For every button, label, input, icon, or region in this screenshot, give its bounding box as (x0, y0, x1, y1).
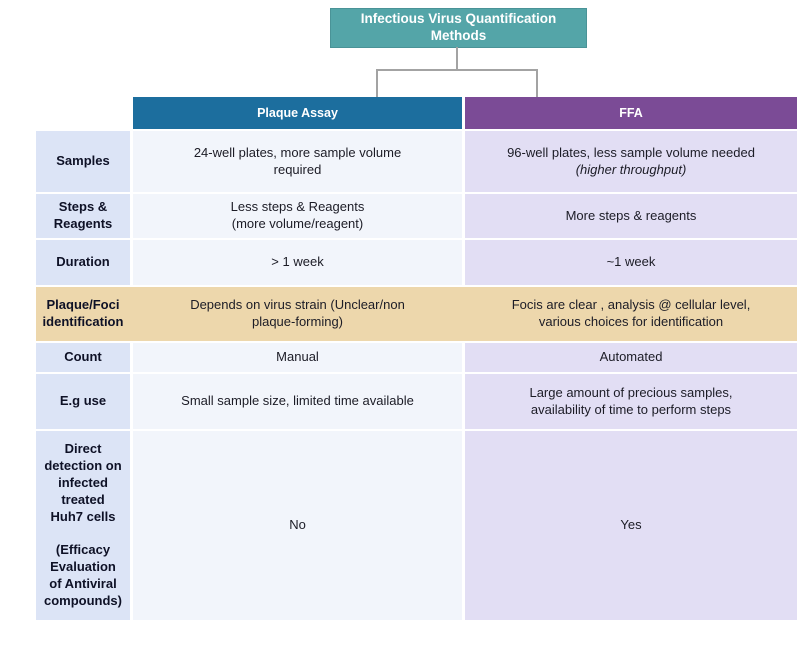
cell-duration-ffa: ~1 week (465, 240, 797, 285)
cell-eg-use-ffa: Large amount of precious samples, availa… (465, 374, 797, 429)
connector-right-drop-line (536, 70, 538, 97)
cell-samples-ffa: 96-well plates, less sample volume neede… (465, 131, 797, 192)
cell-identification-ffa: Focis are clear , analysis @ cellular le… (511, 297, 751, 329)
column-header-ffa: FFA (465, 97, 797, 129)
table-row-direct-detection: Direct detection on infected treated Huh… (36, 431, 797, 620)
cell-samples-ffa-note: (higher throughput) (575, 161, 687, 177)
title-text: Infectious Virus Quantification Methods (360, 11, 557, 43)
cell-direct-detection-ffa: Yes (465, 431, 797, 620)
cell-direct-detection-plaque: No (133, 431, 462, 620)
connector-left-drop-line (376, 70, 378, 97)
row-label-samples: Samples (36, 131, 130, 192)
column-header-plaque-assay: Plaque Assay (133, 97, 462, 129)
cell-eg-use-plaque: Small sample size, limited time availabl… (133, 374, 462, 429)
cell-steps-plaque: Less steps & Reagents (more volume/reage… (133, 194, 462, 238)
row-label-duration: Duration (36, 240, 130, 285)
cell-identification-plaque: Depends on virus strain (Unclear/non pla… (190, 297, 405, 329)
row-label-steps-reagents: Steps & Reagents (36, 194, 130, 238)
cell-steps-ffa: More steps & reagents (465, 194, 797, 238)
table-row-samples: Samples 24-well plates, more sample volu… (36, 131, 797, 192)
row-label-direct-detection: Direct detection on infected treated Huh… (36, 431, 130, 620)
cell-duration-plaque: > 1 week (133, 240, 462, 285)
table-row-duration: Duration > 1 week ~1 week (36, 240, 797, 285)
header-row: Plaque Assay FFA (36, 97, 797, 129)
row-label-plaque-foci-identification: Plaque/Foci identification (42, 297, 124, 329)
cell-samples-plaque: 24-well plates, more sample volume requi… (133, 131, 462, 192)
comparison-table: Plaque Assay FFA Samples 24-well plates,… (36, 97, 797, 620)
header-empty-slot (36, 97, 130, 129)
table-row-eg-use: E.g use Small sample size, limited time … (36, 374, 797, 429)
cell-count-ffa: Automated (465, 343, 797, 372)
table-row-plaque-foci-identification: Plaque/Foci identification Depends on vi… (36, 287, 797, 341)
table-row-steps-reagents: Steps & Reagents Less steps & Reagents (… (36, 194, 797, 238)
table-row-count: Count Manual Automated (36, 343, 797, 372)
cell-samples-ffa-text: 96-well plates, less sample volume neede… (507, 144, 755, 160)
title-box: Infectious Virus Quantification Methods (330, 8, 587, 48)
row-label-count: Count (36, 343, 130, 372)
row-label-eg-use: E.g use (36, 374, 130, 429)
connector-horizontal-line (376, 69, 538, 71)
connector-stem-line (456, 47, 458, 70)
cell-count-plaque: Manual (133, 343, 462, 372)
